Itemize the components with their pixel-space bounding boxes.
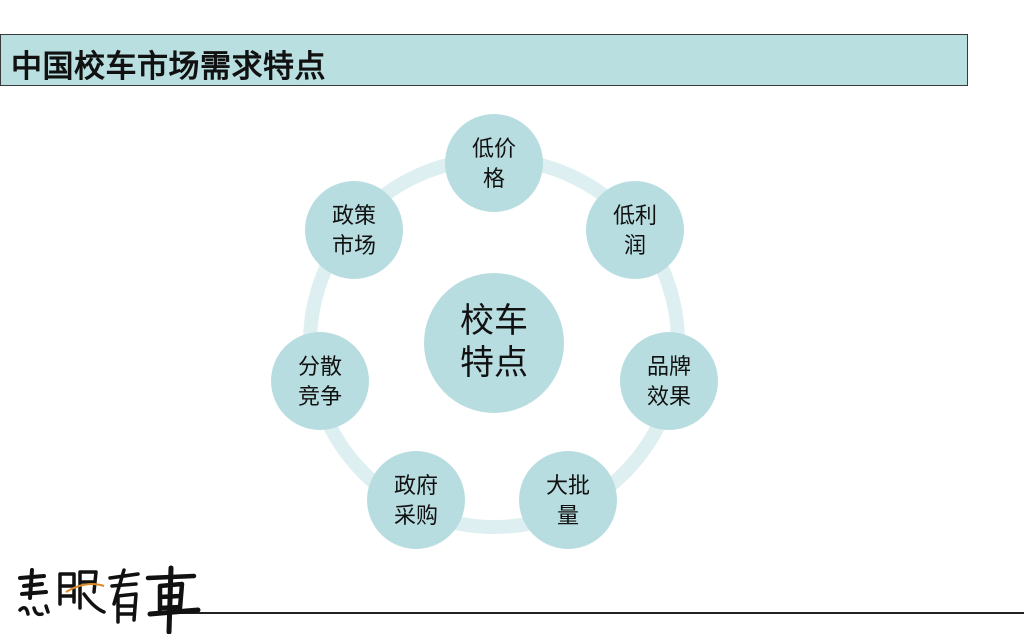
center-label-line-1: 校车 — [460, 301, 528, 341]
node-low-profit-line-2: 润 — [624, 234, 646, 259]
node-policy-market-line-2: 市场 — [332, 234, 376, 259]
node-brand-effect-line-1: 品牌 — [647, 355, 691, 380]
node-low-profit-line-1: 低利 — [613, 204, 657, 229]
node-dispersed-competition: 分散 竞争 — [271, 332, 369, 430]
node-government-procurement-line-1: 政府 — [394, 474, 438, 499]
page-title: 中国校车市场需求特点 — [11, 49, 326, 85]
node-brand-effect: 品牌 效果 — [620, 332, 718, 430]
node-low-price-line-1: 低价 — [472, 137, 516, 162]
node-low-price-line-2: 格 — [483, 167, 505, 192]
node-low-price: 低价 格 — [445, 114, 543, 212]
node-large-volume-line-1: 大批 — [546, 474, 590, 499]
node-large-volume: 大批 量 — [519, 451, 617, 549]
node-brand-effect-line-2: 效果 — [647, 385, 691, 410]
footer-divider — [180, 612, 1024, 614]
node-dispersed-competition-line-1: 分散 — [298, 355, 342, 380]
node-government-procurement: 政府 采购 — [367, 451, 465, 549]
node-policy-market: 政策 市场 — [305, 181, 403, 279]
logo — [18, 565, 201, 634]
node-policy-market-line-1: 政策 — [332, 204, 376, 229]
title-bar: 中国校车市场需求特点 — [0, 34, 968, 86]
node-government-procurement-line-2: 采购 — [394, 504, 438, 529]
node-dispersed-competition-line-2: 竞争 — [298, 385, 342, 410]
center-node: 校车 特点 — [424, 273, 564, 413]
node-low-profit: 低利 润 — [586, 181, 684, 279]
node-large-volume-line-2: 量 — [557, 504, 579, 529]
center-label-line-2: 特点 — [460, 343, 528, 383]
